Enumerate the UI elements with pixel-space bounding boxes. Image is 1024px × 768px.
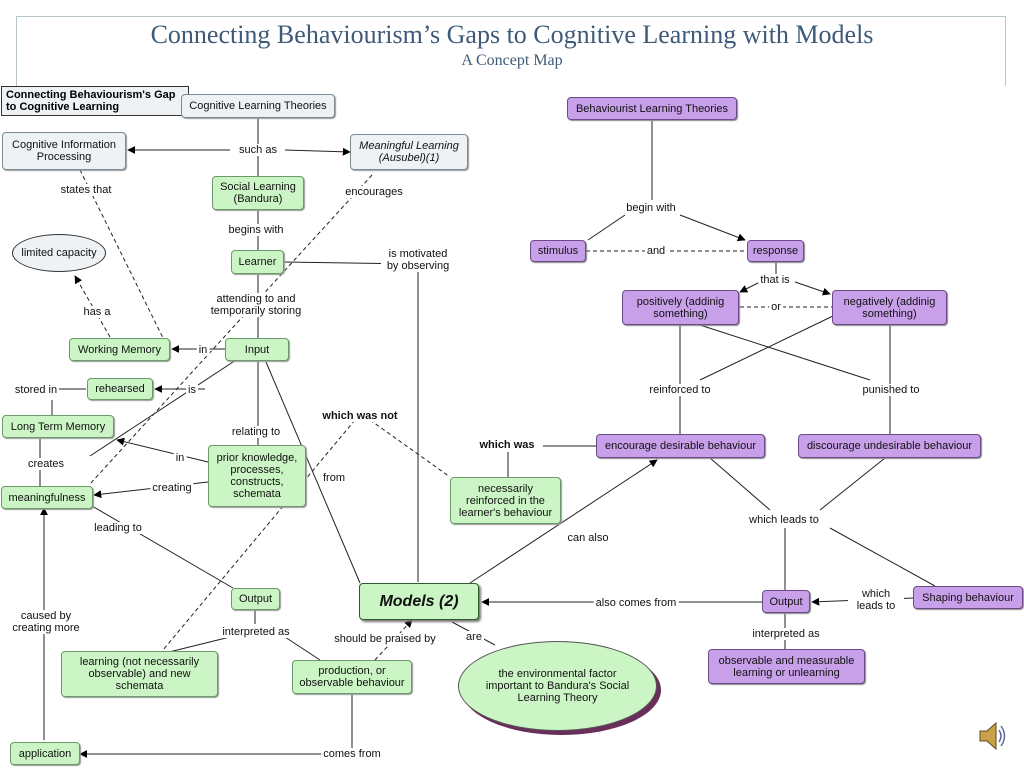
link-which-leads-to-output: which leads to: [747, 514, 821, 526]
link-begin-with: begin with: [624, 202, 678, 214]
link-is: is: [186, 384, 198, 396]
node-meaningful-learning[interactable]: Meaningful Learning (Ausubel)(1): [350, 134, 468, 170]
link-leading-to: leading to: [92, 522, 144, 534]
link-attending: attending to and temporarily storing: [204, 293, 308, 317]
node-observable-measurable[interactable]: observable and measurable learning or un…: [708, 649, 865, 684]
link-interpreted-as-cognitive: interpreted as: [220, 626, 292, 638]
page-title: Connecting Behaviourism’s Gaps to Cognit…: [150, 20, 874, 49]
node-production-behaviour[interactable]: production, or observable behaviour: [292, 660, 412, 694]
concept-map-title-box: Connecting Behaviourism's Gap to Cogniti…: [1, 86, 189, 116]
node-cognitive-information-processing[interactable]: Cognitive Information Processing: [2, 132, 126, 170]
node-learning-new-schemata[interactable]: learning (not necessarily observable) an…: [61, 651, 218, 697]
link-stored-in: stored in: [12, 384, 60, 396]
node-output-behaviourist[interactable]: Output: [762, 590, 810, 613]
link-caused-by: caused by creating more: [6, 610, 86, 634]
link-also-comes-from: also comes from: [593, 597, 679, 609]
link-which-leads-to-shaping: which leads to: [848, 588, 904, 612]
node-shaping-behaviour[interactable]: Shaping behaviour: [913, 586, 1023, 609]
node-rehearsed[interactable]: rehearsed: [87, 378, 153, 400]
node-social-learning[interactable]: Social Learning (Bandura): [212, 176, 304, 210]
node-discourage-undesirable[interactable]: discourage undesirable behaviour: [798, 434, 981, 458]
link-that-is: that is: [758, 274, 792, 286]
link-can-also: can also: [565, 532, 611, 544]
node-encourage-desirable[interactable]: encourage desirable behaviour: [596, 434, 765, 458]
node-environmental-factor[interactable]: the environmental factor important to Ba…: [458, 641, 657, 731]
link-or: or: [769, 301, 783, 313]
link-should-be-praised: should be praised by: [332, 633, 438, 645]
link-interpreted-as-behaviourist: interpreted as: [750, 628, 822, 640]
link-reinforced-to: reinforced to: [647, 384, 713, 396]
node-response[interactable]: response: [747, 240, 804, 262]
node-working-memory[interactable]: Working Memory: [69, 338, 170, 361]
link-has-a: has a: [81, 306, 113, 318]
link-from: from: [321, 472, 347, 484]
link-encourages: encourages: [343, 186, 405, 198]
node-negatively[interactable]: negatively (addinig something): [832, 290, 947, 325]
node-cognitive-learning-theories[interactable]: Cognitive Learning Theories: [181, 94, 335, 118]
link-comes-from: comes from: [321, 748, 383, 760]
link-in-working-memory: in: [196, 344, 210, 356]
node-stimulus[interactable]: stimulus: [530, 240, 586, 262]
link-which-was: which was: [477, 439, 537, 451]
link-relating-to: relating to: [229, 426, 283, 438]
link-states-that: states that: [58, 184, 114, 196]
link-creates: creates: [25, 458, 67, 470]
link-which-was-not: which was not: [320, 410, 400, 422]
node-output-cognitive[interactable]: Output: [231, 588, 280, 610]
node-application[interactable]: application: [10, 742, 80, 765]
node-meaningfulness[interactable]: meaningfulness: [1, 486, 93, 509]
link-such-as: such as: [237, 144, 279, 156]
node-prior-knowledge[interactable]: prior knowledge, processes, constructs, …: [208, 445, 306, 507]
node-limited-capacity[interactable]: limited capacity: [12, 234, 106, 272]
node-input[interactable]: Input: [225, 338, 289, 361]
link-in-long-term: in: [173, 452, 187, 464]
node-learner[interactable]: Learner: [231, 250, 284, 274]
title-frame: [16, 16, 1006, 86]
node-behaviourist-learning-theories[interactable]: Behaviourist Learning Theories: [567, 97, 737, 120]
link-punished-to: punished to: [860, 384, 922, 396]
node-models[interactable]: Models (2): [359, 583, 479, 620]
page-subtitle: A Concept Map: [461, 52, 563, 69]
link-are: are: [464, 631, 484, 643]
node-necessarily-reinforced[interactable]: necessarily reinforced in the learner's …: [450, 477, 561, 524]
link-begins-with: begins with: [226, 224, 286, 236]
speaker-icon[interactable]: [978, 718, 1008, 754]
node-long-term-memory[interactable]: Long Term Memory: [2, 415, 114, 438]
link-is-motivated: is motivated by observing: [381, 248, 455, 272]
link-and: and: [644, 245, 668, 257]
link-creating: creating: [150, 482, 194, 494]
node-positively[interactable]: positively (addinig something): [622, 290, 739, 325]
